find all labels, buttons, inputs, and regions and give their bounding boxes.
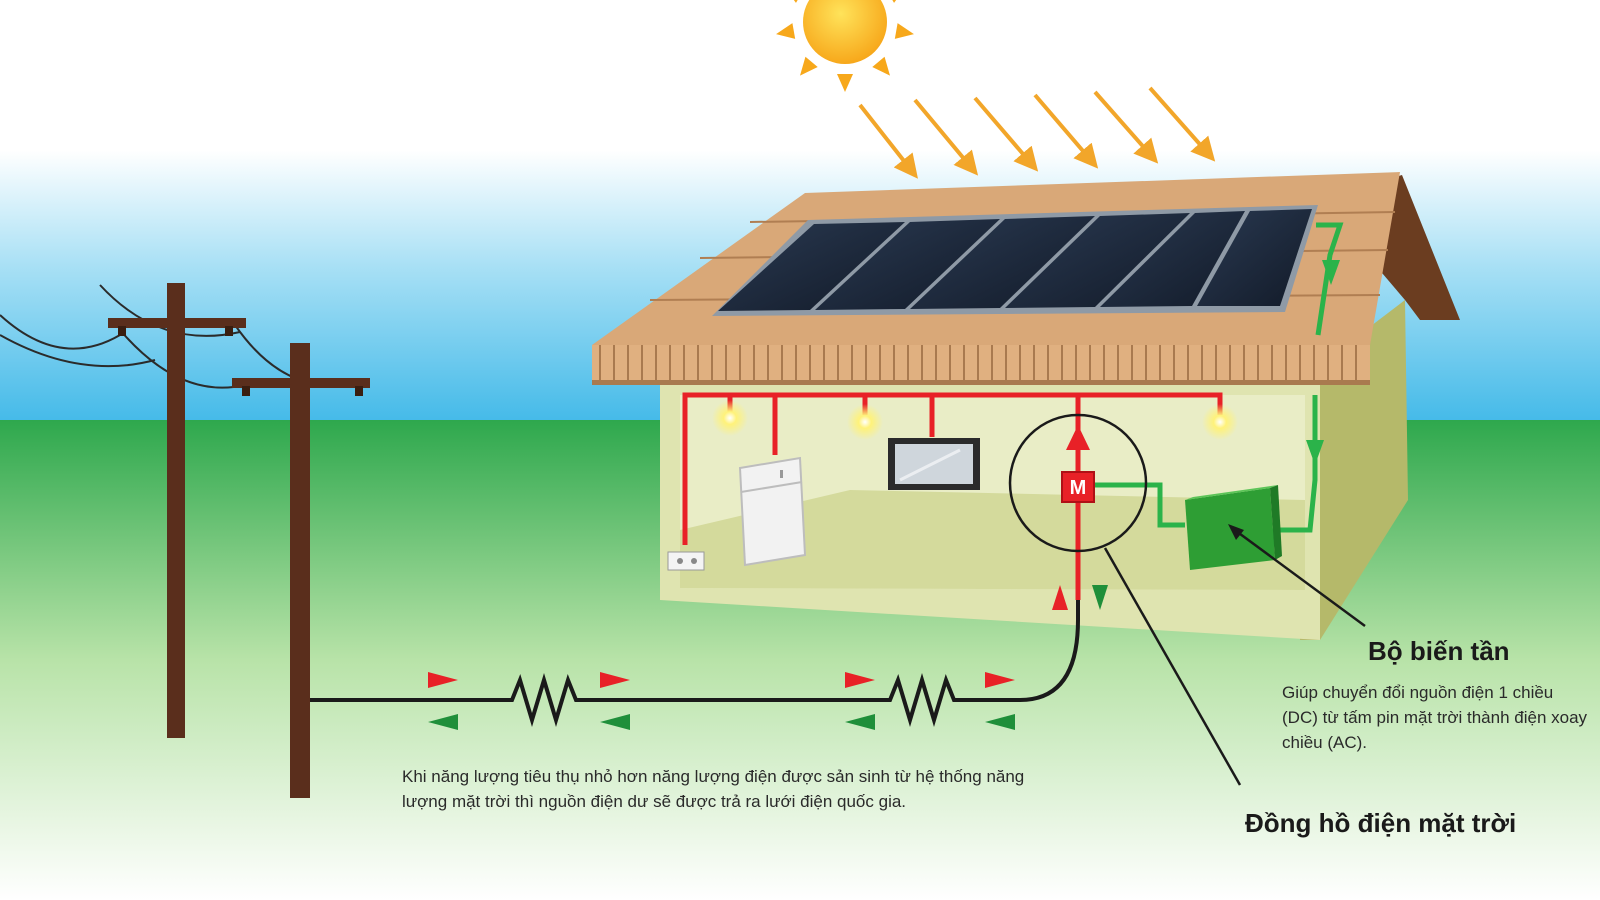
solar-panel bbox=[1100, 211, 1245, 307]
roof-eave bbox=[592, 345, 1370, 385]
callout-arrowhead bbox=[1228, 524, 1244, 540]
light-bulb-icon bbox=[712, 400, 748, 436]
meter-title: Đồng hồ điện mặt trời bbox=[1245, 808, 1517, 838]
light-bulb-icon bbox=[847, 404, 883, 440]
sun-ray bbox=[913, 98, 979, 176]
light-bulb-icons bbox=[712, 400, 1238, 440]
sun-ray bbox=[1093, 90, 1159, 164]
export-arrow bbox=[428, 672, 458, 688]
sun-ray bbox=[1033, 93, 1099, 169]
sun-icon bbox=[776, 0, 914, 92]
dc-arrow bbox=[1322, 260, 1340, 285]
light-bulb-icon bbox=[1202, 404, 1238, 440]
house-floor bbox=[680, 490, 1305, 590]
meter-symbol: M bbox=[1070, 477, 1087, 499]
export-arrow bbox=[985, 672, 1015, 688]
export-arrow bbox=[845, 672, 875, 688]
import-arrow bbox=[845, 714, 875, 730]
solar-panel bbox=[1197, 209, 1312, 306]
export-arrow bbox=[1052, 585, 1068, 610]
sun-ray bbox=[973, 96, 1039, 172]
solar-meter: M bbox=[1061, 471, 1095, 503]
utility-pole-front bbox=[232, 343, 370, 798]
house: M bbox=[592, 172, 1460, 640]
inverter-description: Giúp chuyển đổi nguồn điện 1 chiều (DC) … bbox=[1282, 683, 1588, 752]
television-icon bbox=[888, 438, 980, 490]
grid-export-description: Khi năng lượng tiêu thụ nhỏ hơn năng lượ… bbox=[402, 767, 1025, 811]
power-outlet-icon bbox=[667, 551, 705, 571]
solar-panel bbox=[718, 222, 905, 311]
solar-panel bbox=[1005, 213, 1190, 308]
dc-arrow bbox=[1306, 440, 1324, 465]
solar-panel-array bbox=[712, 205, 1318, 316]
export-arrows bbox=[428, 585, 1068, 688]
import-arrows bbox=[428, 585, 1108, 730]
sun-ray bbox=[1148, 86, 1216, 162]
inverter-box bbox=[1185, 485, 1282, 570]
import-arrow bbox=[985, 714, 1015, 730]
import-arrow bbox=[428, 714, 458, 730]
inverter-title: Bộ biến tần bbox=[1368, 636, 1510, 666]
sun-ray bbox=[858, 103, 918, 179]
sunlight-rays bbox=[858, 86, 1216, 179]
grid-cable bbox=[310, 600, 1080, 727]
solar-panel bbox=[815, 219, 1000, 310]
callout-lines bbox=[1103, 526, 1366, 786]
meter-highlight-circle bbox=[1008, 413, 1148, 553]
ac-up-arrow bbox=[1066, 425, 1090, 450]
solar-panel bbox=[910, 216, 1095, 309]
import-arrow bbox=[600, 714, 630, 730]
import-arrow bbox=[1092, 585, 1108, 610]
refrigerator-icon bbox=[738, 456, 807, 567]
utility-pole-back bbox=[108, 283, 246, 738]
export-arrow bbox=[600, 672, 630, 688]
